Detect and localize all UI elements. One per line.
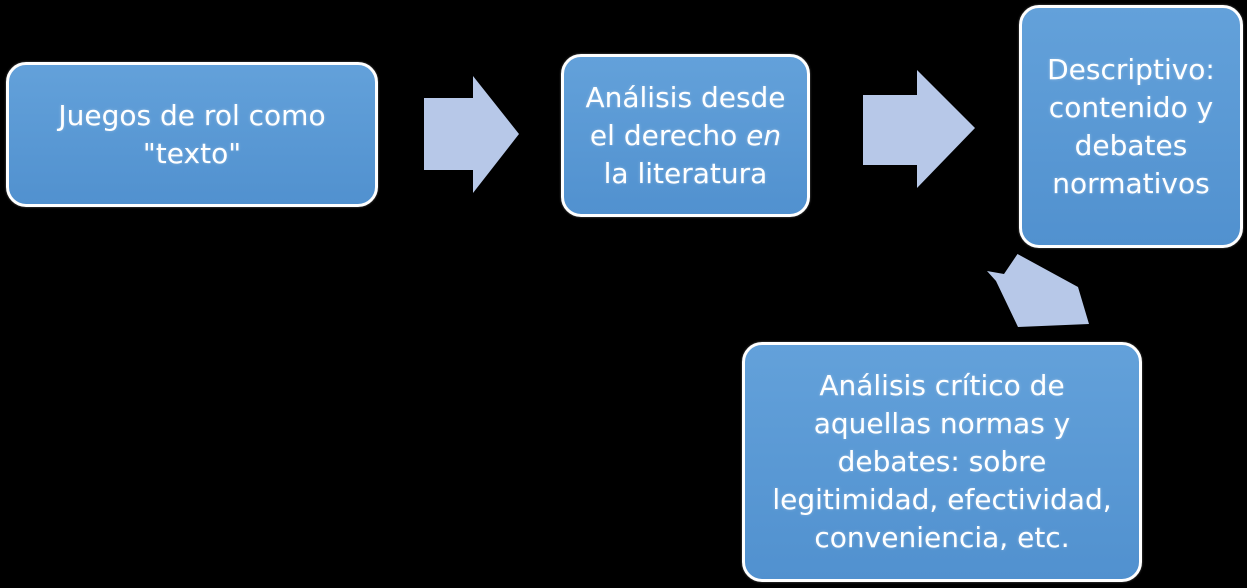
text-line: debates: sobre: [837, 445, 1047, 478]
text-line: contenido y: [1048, 90, 1214, 124]
flow-box-juegos-de-rol: Juegos de rol como "texto": [6, 62, 378, 207]
text-line: normativos: [1052, 166, 1210, 200]
right-block-arrow-icon: [424, 76, 519, 193]
text-line: debates: [1074, 128, 1188, 162]
text-line: conveniencia, etc.: [814, 521, 1070, 554]
text-segment: el derecho: [589, 118, 747, 152]
text-line: Análisis desde: [585, 80, 786, 114]
right-block-arrow-icon: [863, 70, 975, 188]
text-line: "texto": [142, 136, 242, 170]
down-left-block-arrow-icon: [987, 254, 1089, 327]
text-line: Juegos de rol como: [58, 98, 326, 132]
text-line: la literatura: [603, 156, 768, 190]
flow-box-descriptivo: Descriptivo: contenido y debates normativos: [1019, 5, 1243, 248]
italic-text-segment: en: [746, 118, 782, 152]
text-line: Análisis crítico de: [819, 369, 1065, 402]
text-line: Descriptivo:: [1047, 52, 1215, 86]
text-line: legitimidad, efectividad,: [772, 483, 1112, 516]
text-line: aquellas normas y: [813, 407, 1071, 440]
text-line: el derecho en: [590, 117, 781, 155]
flow-box-analisis-critico: Análisis crítico de aquellas normas y deba…: [742, 342, 1142, 582]
